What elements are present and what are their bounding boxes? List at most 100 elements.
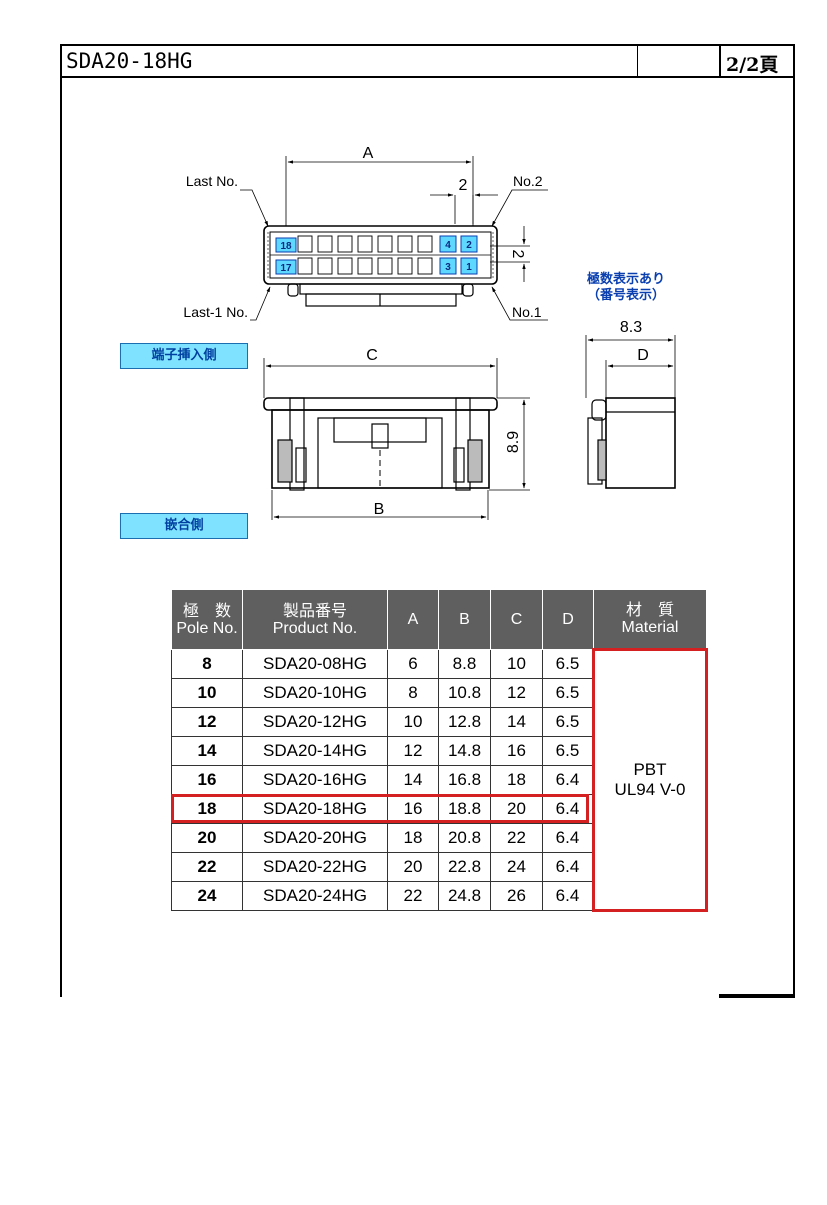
col-header-material-en: Material	[621, 619, 679, 636]
header-cell-divider	[637, 44, 638, 76]
cell-c: 12	[490, 678, 543, 708]
no2-label: No.2	[513, 173, 543, 189]
table-row: 8 SDA20-08HG 6 8.8 10 6.5 PBT UL94 V-0	[171, 648, 708, 912]
cell-b: 12.8	[438, 707, 491, 737]
cell-c: 24	[490, 852, 543, 882]
dim-a-label: A	[363, 145, 374, 162]
front-view	[263, 156, 530, 307]
last-no-label: Last No.	[186, 173, 238, 189]
cell-d: 6.5	[542, 707, 594, 737]
col-header-product-jp: 製品番号	[282, 602, 347, 620]
cell-d: 6.5	[542, 736, 594, 766]
cell-product: SDA20-18HG	[242, 794, 388, 824]
frame-right-border	[793, 44, 795, 997]
cell-product: SDA20-20HG	[242, 823, 388, 853]
cell-product: SDA20-16HG	[242, 765, 388, 795]
footer-bar	[719, 994, 795, 998]
cell-a: 16	[387, 794, 439, 824]
cell-b: 8.8	[438, 649, 491, 679]
dim-8-9-label: 8.9	[505, 431, 522, 453]
cell-product: SDA20-22HG	[242, 852, 388, 882]
table-row: 10 SDA20-10HG 8 10.8 12 6.5	[171, 678, 707, 708]
pole-marking-note: 極数表示あり （番号表示）	[570, 272, 682, 304]
cell-product: SDA20-24HG	[242, 881, 388, 911]
header-cell-divider	[719, 44, 721, 76]
cell-pole: 8	[171, 649, 243, 679]
dim-b-label: B	[374, 501, 385, 518]
cavity-18-label: 18	[280, 241, 292, 252]
cell-a: 14	[387, 765, 439, 795]
cavity-number-markers: 18 17 4 3 2 1	[275, 235, 478, 275]
cell-b: 24.8	[438, 881, 491, 911]
frame-left-border	[60, 44, 62, 997]
col-header-material-jp: 材 質	[625, 602, 674, 619]
last-1-no-label: Last-1 No.	[183, 304, 248, 320]
page-number: 2/2頁	[726, 54, 779, 76]
cell-material: PBT UL94 V-0	[592, 648, 708, 912]
col-header-a: A	[387, 589, 439, 650]
cell-a: 6	[387, 649, 439, 679]
cell-c: 10	[490, 649, 543, 679]
table-row: 24 SDA20-24HG 22 24.8 26 6.4	[171, 881, 707, 911]
cell-b: 18.8	[438, 794, 491, 824]
cell-pole: 10	[171, 678, 243, 708]
side-view	[585, 335, 676, 489]
cell-pole: 14	[171, 736, 243, 766]
cell-c: 18	[490, 765, 543, 795]
cell-a: 8	[387, 678, 439, 708]
cell-b: 20.8	[438, 823, 491, 853]
cell-a: 20	[387, 852, 439, 882]
material-line1: PBT	[633, 760, 667, 779]
cell-d: 6.5	[542, 678, 594, 708]
col-header-d: D	[542, 589, 594, 650]
cell-b: 14.8	[438, 736, 491, 766]
cell-c: 14	[490, 707, 543, 737]
dim-d-label: D	[637, 347, 649, 364]
material-line2: UL94 V-0	[614, 780, 686, 799]
cell-d: 6.4	[542, 794, 594, 824]
no1-label: No.1	[512, 304, 542, 320]
cell-c: 26	[490, 881, 543, 911]
cell-product: SDA20-12HG	[242, 707, 388, 737]
cell-b: 10.8	[438, 678, 491, 708]
cell-product: SDA20-08HG	[242, 649, 388, 679]
cell-a: 10	[387, 707, 439, 737]
cell-d: 6.4	[542, 765, 594, 795]
cell-pole: 18	[171, 794, 243, 824]
table-row-highlighted: 18 SDA20-18HG 16 18.8 20 6.4	[171, 794, 707, 824]
top-view	[263, 358, 530, 520]
cell-d: 6.4	[542, 823, 594, 853]
header-divider	[60, 76, 795, 78]
cell-a: 22	[387, 881, 439, 911]
col-header-product-en: Product No.	[272, 619, 358, 637]
cell-d: 6.4	[542, 852, 594, 882]
col-header-pole-en: Pole No.	[176, 619, 238, 637]
table-row: 12 SDA20-12HG 10 12.8 14 6.5	[171, 707, 707, 737]
cavity-1-label: 1	[466, 262, 472, 273]
document-title: SDA20-18HG	[66, 49, 193, 73]
dim-c-label: C	[366, 347, 378, 364]
cell-b: 16.8	[438, 765, 491, 795]
cell-pole: 24	[171, 881, 243, 911]
terminal-insertion-side-tag: 端子挿入側	[120, 343, 248, 369]
dim-2-side-label: 2	[509, 250, 526, 259]
cell-c: 16	[490, 736, 543, 766]
frame-top-border	[60, 44, 795, 46]
col-header-b: B	[438, 589, 491, 650]
table-row: 14 SDA20-14HG 12 14.8 16 6.5	[171, 736, 707, 766]
cavity-4-label: 4	[445, 240, 451, 251]
cell-pole: 20	[171, 823, 243, 853]
connector-drawing: 18 17 4 3 2 1 A 2 2 Last No. No.2 Last-1…	[183, 145, 676, 520]
cell-product: SDA20-10HG	[242, 678, 388, 708]
cell-a: 12	[387, 736, 439, 766]
cavity-2-label: 2	[466, 240, 472, 251]
dim-8-3-label: 8.3	[620, 319, 642, 336]
cavity-17-label: 17	[280, 263, 292, 274]
cell-pole: 22	[171, 852, 243, 882]
pole-note-line1: 極数表示あり	[586, 272, 665, 287]
cell-d: 6.5	[542, 649, 594, 679]
cell-a: 18	[387, 823, 439, 853]
